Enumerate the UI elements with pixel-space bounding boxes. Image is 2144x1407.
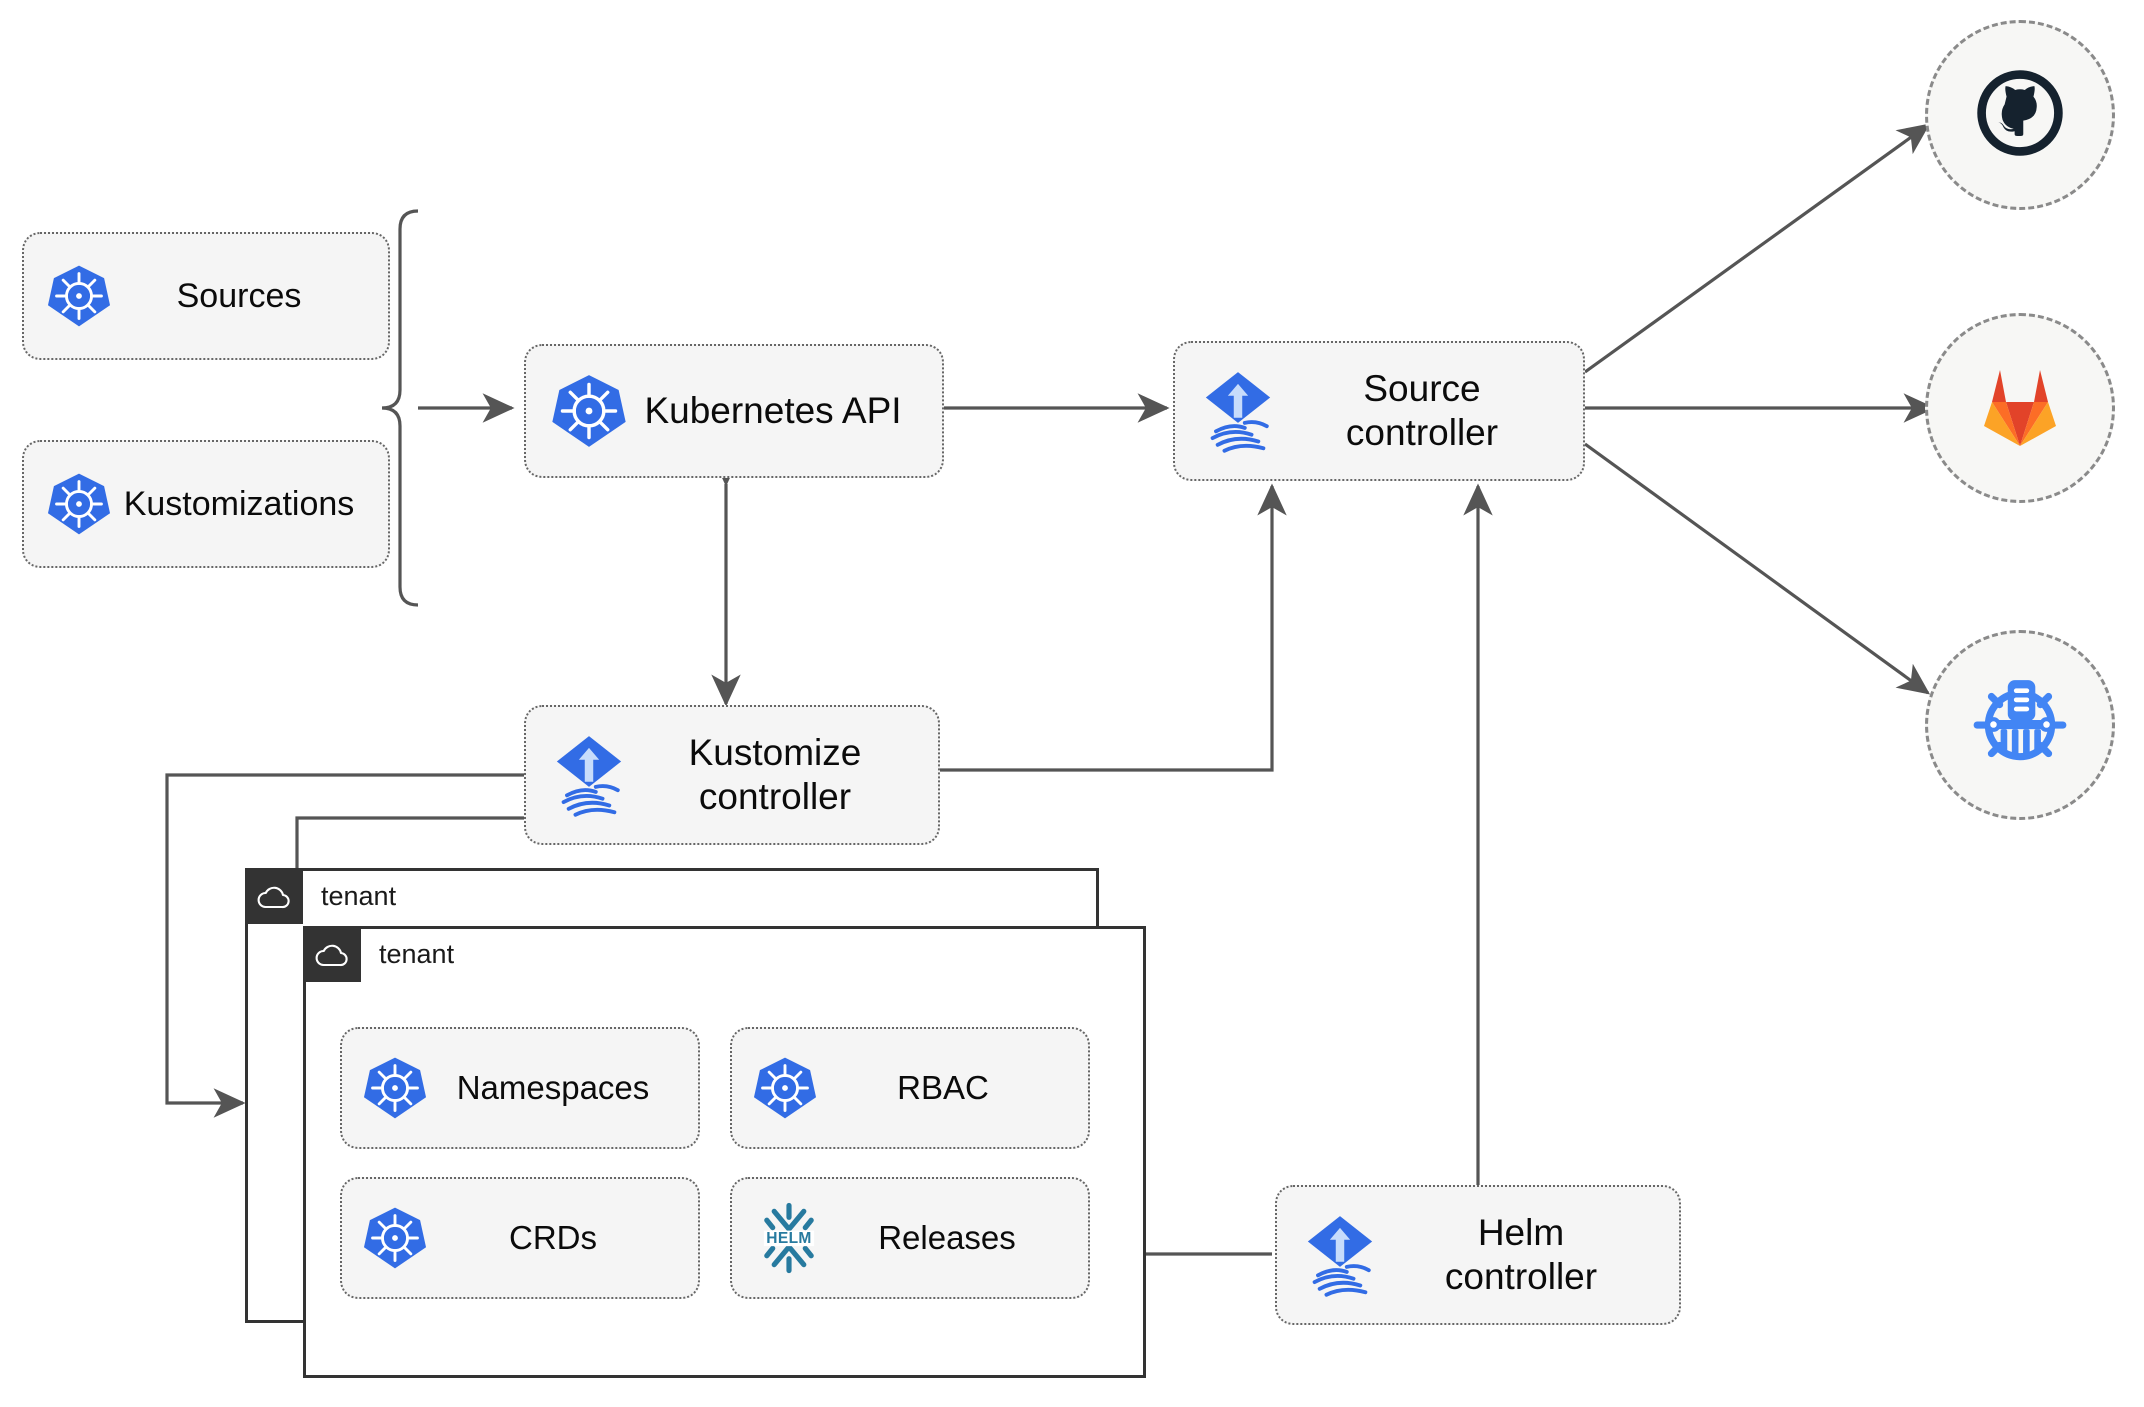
github-icon <box>1972 65 2068 166</box>
tenant-label: tenant <box>379 938 455 969</box>
kubernetes-icon <box>362 1205 428 1271</box>
node-gitlab[interactable] <box>1925 313 2115 503</box>
node-label-line2: controller <box>698 776 852 817</box>
node-label: Kubernetes API <box>644 390 902 432</box>
node-label-line2: controller <box>1345 412 1499 453</box>
kubernetes-icon <box>46 471 112 537</box>
cloud-icon <box>303 926 361 982</box>
node-label: CRDs <box>509 1218 597 1256</box>
tenant-header-outer: tenant <box>245 868 396 924</box>
flux-icon <box>1297 1211 1383 1299</box>
edge-source-to-bucket <box>1584 442 1931 695</box>
node-kustomize-controller[interactable]: Kustomize controller <box>524 705 940 845</box>
node-label: Sources <box>176 276 302 315</box>
node-releases[interactable]: HELM Releases <box>730 1177 1090 1299</box>
node-label-line1: Kustomize <box>688 732 862 774</box>
kubernetes-icon <box>752 1055 818 1121</box>
node-helm-controller[interactable]: Helm controller <box>1275 1185 1681 1325</box>
node-rbac[interactable]: RBAC <box>730 1027 1090 1149</box>
cloud-icon <box>245 868 303 924</box>
group-brace <box>381 209 419 607</box>
node-label: Source controller <box>1281 367 1563 454</box>
node-label-line1: Helm <box>1477 1212 1565 1254</box>
node-namespaces[interactable]: Namespaces <box>340 1027 700 1149</box>
node-kubernetes-api[interactable]: Kubernetes API <box>524 344 944 478</box>
bucket-icon <box>1969 672 2071 779</box>
flux-icon <box>546 731 632 819</box>
kubernetes-icon <box>46 263 112 329</box>
tenant-header-inner: tenant <box>303 926 454 982</box>
node-label: Kustomizations <box>123 484 355 523</box>
node-github[interactable] <box>1925 20 2115 210</box>
node-label-line2: controller <box>1444 1256 1598 1297</box>
edge-kustomize-to-source-controller <box>940 483 1287 772</box>
node-label: Namespaces <box>456 1068 650 1106</box>
kubernetes-icon <box>362 1055 428 1121</box>
node-label: Releases <box>878 1218 1016 1256</box>
node-bucket[interactable] <box>1925 630 2115 820</box>
node-label-line1: Source <box>1363 368 1481 410</box>
node-label: RBAC <box>897 1068 989 1106</box>
helm-icon: HELM <box>752 1201 826 1275</box>
node-sources[interactable]: Sources <box>22 232 390 360</box>
gitlab-icon <box>1970 358 2070 459</box>
tenant-box-inner <box>303 926 1146 1378</box>
node-crds[interactable]: CRDs <box>340 1177 700 1299</box>
node-label: Helm controller <box>1383 1211 1659 1298</box>
kubernetes-icon <box>550 372 628 450</box>
tenant-label: tenant <box>321 880 397 911</box>
edge-kustomize-to-tenant-outer <box>165 773 524 1118</box>
node-kustomizations[interactable]: Kustomizations <box>22 440 390 568</box>
node-label: Kustomize controller <box>632 731 918 818</box>
edge-source-to-github <box>1584 123 1931 374</box>
svg-text:HELM: HELM <box>766 1230 811 1247</box>
flux-icon <box>1195 367 1281 455</box>
node-source-controller[interactable]: Source controller <box>1173 341 1585 481</box>
